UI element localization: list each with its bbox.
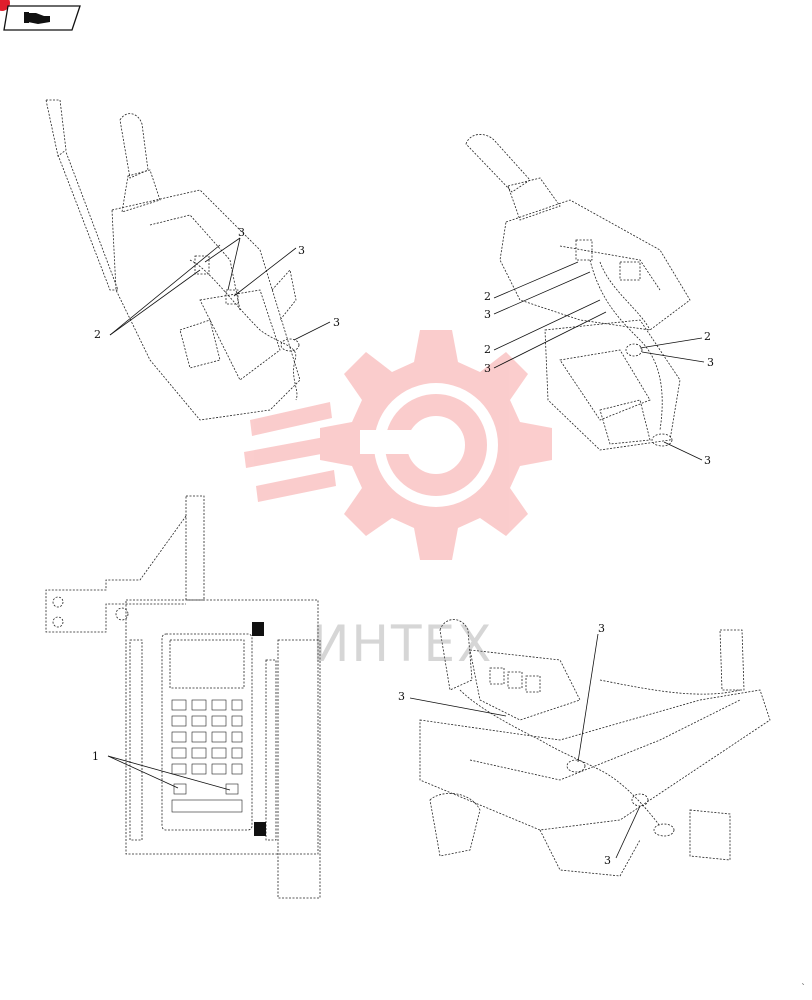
fuse-box-panel bbox=[45, 495, 321, 899]
callout-leaders-bottom-left bbox=[107, 755, 231, 791]
callout-2: 2 bbox=[704, 330, 711, 343]
callout-2: 2 bbox=[484, 290, 491, 303]
callout-3: 3 bbox=[604, 854, 611, 867]
callout-3: 3 bbox=[707, 356, 714, 369]
joystick-assembly-right bbox=[465, 134, 691, 451]
callout-3: 3 bbox=[333, 316, 340, 329]
callout-3: 3 bbox=[484, 308, 491, 321]
callout-3: 3 bbox=[704, 454, 711, 467]
joystick-assembly-left bbox=[45, 99, 301, 421]
callout-3: 3 bbox=[298, 244, 305, 257]
corner-mark: ` bbox=[801, 983, 806, 994]
hand-pointer-icon bbox=[24, 12, 50, 24]
callout-leaders-top-left bbox=[109, 237, 331, 341]
callout-leaders-bottom-right bbox=[409, 633, 641, 859]
nav-badge[interactable] bbox=[0, 0, 82, 34]
callout-2: 2 bbox=[484, 343, 491, 356]
black-marker bbox=[254, 822, 266, 836]
callout-1: 1 bbox=[92, 750, 99, 763]
callout-leaders-top-right bbox=[493, 261, 705, 461]
black-marker bbox=[252, 622, 264, 636]
callout-3: 3 bbox=[398, 690, 405, 703]
frame-harness-assembly bbox=[419, 619, 771, 877]
gear-wrench-logo bbox=[244, 330, 552, 560]
callout-2: 2 bbox=[94, 328, 101, 341]
callout-3: 3 bbox=[238, 226, 245, 239]
callout-3: 3 bbox=[484, 362, 491, 375]
callout-3: 3 bbox=[598, 622, 605, 635]
watermark-text: ИНТЕХ bbox=[312, 615, 494, 673]
